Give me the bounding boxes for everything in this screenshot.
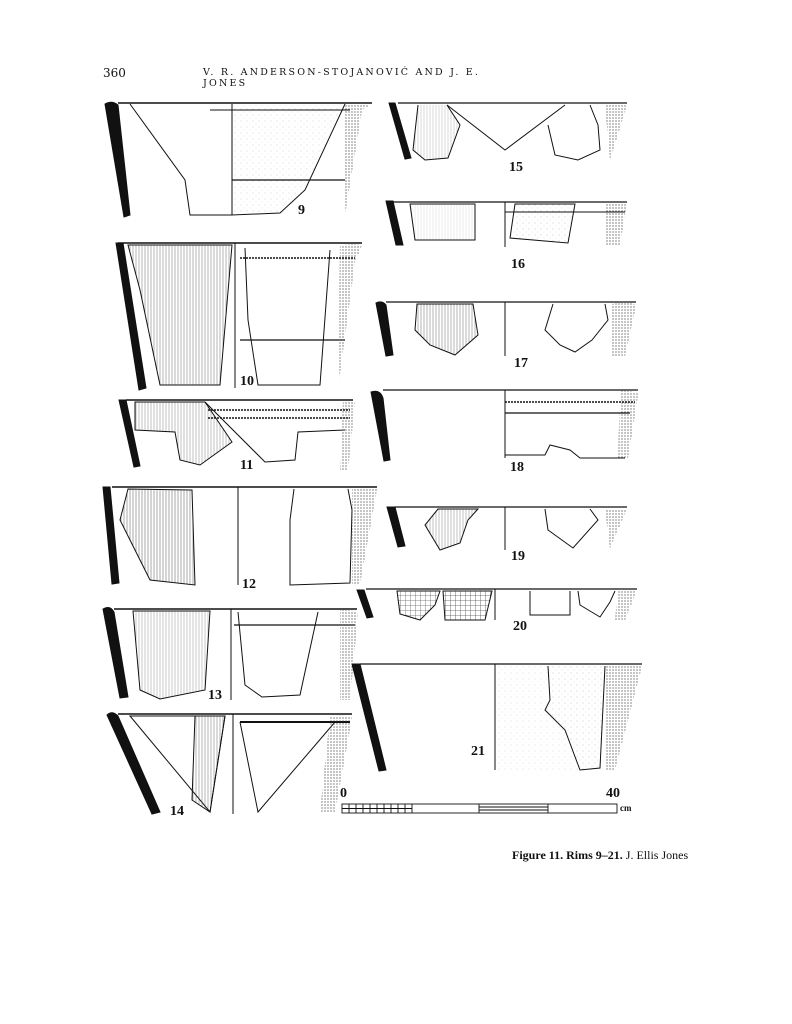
- scale-unit-label: cm: [620, 803, 632, 813]
- rim-label: 18: [510, 460, 524, 475]
- rim-18-drawing: [370, 389, 638, 462]
- rim-label: 13: [208, 688, 222, 703]
- rim-17-drawing: [375, 301, 636, 357]
- rim-label: 15: [509, 160, 523, 175]
- rim-15-drawing: [388, 102, 627, 161]
- rim-label: 19: [511, 549, 525, 564]
- rim-11-drawing: [118, 399, 355, 470]
- rim-label: 20: [513, 619, 527, 634]
- rim-10-drawing: [115, 242, 362, 391]
- page-number: 360: [103, 66, 126, 80]
- rim-21-drawing: [351, 663, 642, 772]
- rim-label: 10: [240, 374, 254, 389]
- rim-label: 17: [514, 356, 528, 371]
- scale-start-label: 0: [340, 786, 347, 801]
- figure-caption: Figure 11. Rims 9–21. J. Ellis Jones: [512, 848, 688, 863]
- rim-14-drawing: [106, 712, 352, 815]
- scale-end-label: 40: [606, 786, 620, 801]
- rim-label: 21: [471, 744, 485, 759]
- rim-9-drawing: [104, 101, 372, 218]
- rim-19-drawing: [386, 506, 627, 551]
- rim-12-drawing: [102, 486, 377, 586]
- running-head: 360 V. R. Anderson-Stojanović and J. E. …: [103, 66, 523, 89]
- running-head-authors: V. R. Anderson-Stojanović and J. E. Jone…: [203, 67, 481, 89]
- caption-title: Figure 11. Rims 9–21.: [512, 848, 623, 862]
- rim-label: 14: [170, 804, 184, 819]
- scale-bar: [341, 803, 618, 814]
- rim-label: 11: [240, 458, 254, 473]
- rim-13-drawing: [102, 607, 358, 700]
- rim-label: 16: [511, 257, 525, 272]
- caption-credit: J. Ellis Jones: [625, 848, 689, 862]
- rim-label: 12: [242, 577, 256, 592]
- rim-16-drawing: [385, 200, 627, 247]
- rim-20-drawing: [356, 588, 637, 621]
- rim-label: 9: [298, 203, 305, 218]
